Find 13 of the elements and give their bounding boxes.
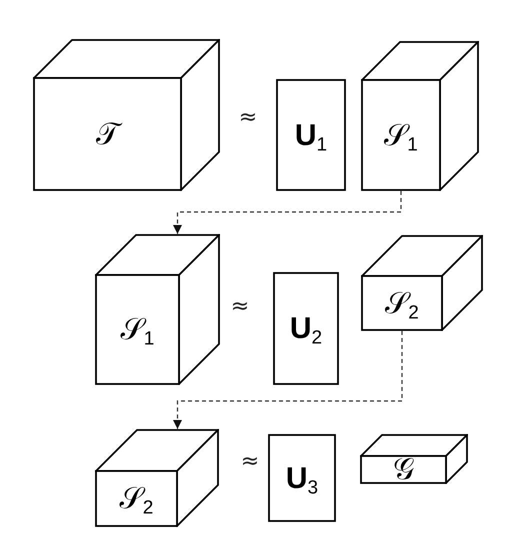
symbol-label: 𝒮$_{1}$ — [384, 118, 418, 152]
approx-sign: ≈ — [230, 296, 250, 318]
approx-sign: ≈ — [238, 107, 258, 129]
dashed-arrow — [173, 331, 403, 429]
symbol-label: U$_{2}$ — [290, 312, 322, 345]
symbol-label: 𝒢 — [393, 453, 414, 486]
dashed-arrow — [173, 191, 402, 234]
symbol-label: U$_{3}$ — [286, 462, 318, 494]
symbol-label: U$_{1}$ — [294, 118, 328, 152]
symbol-label: 𝒮$_{2}$ — [120, 482, 154, 515]
symbol-label: 𝒮$_{2}$ — [385, 286, 419, 320]
approx-sign: ≈ — [240, 451, 260, 473]
symbol-label: 𝒮$_{1}$ — [120, 313, 154, 346]
